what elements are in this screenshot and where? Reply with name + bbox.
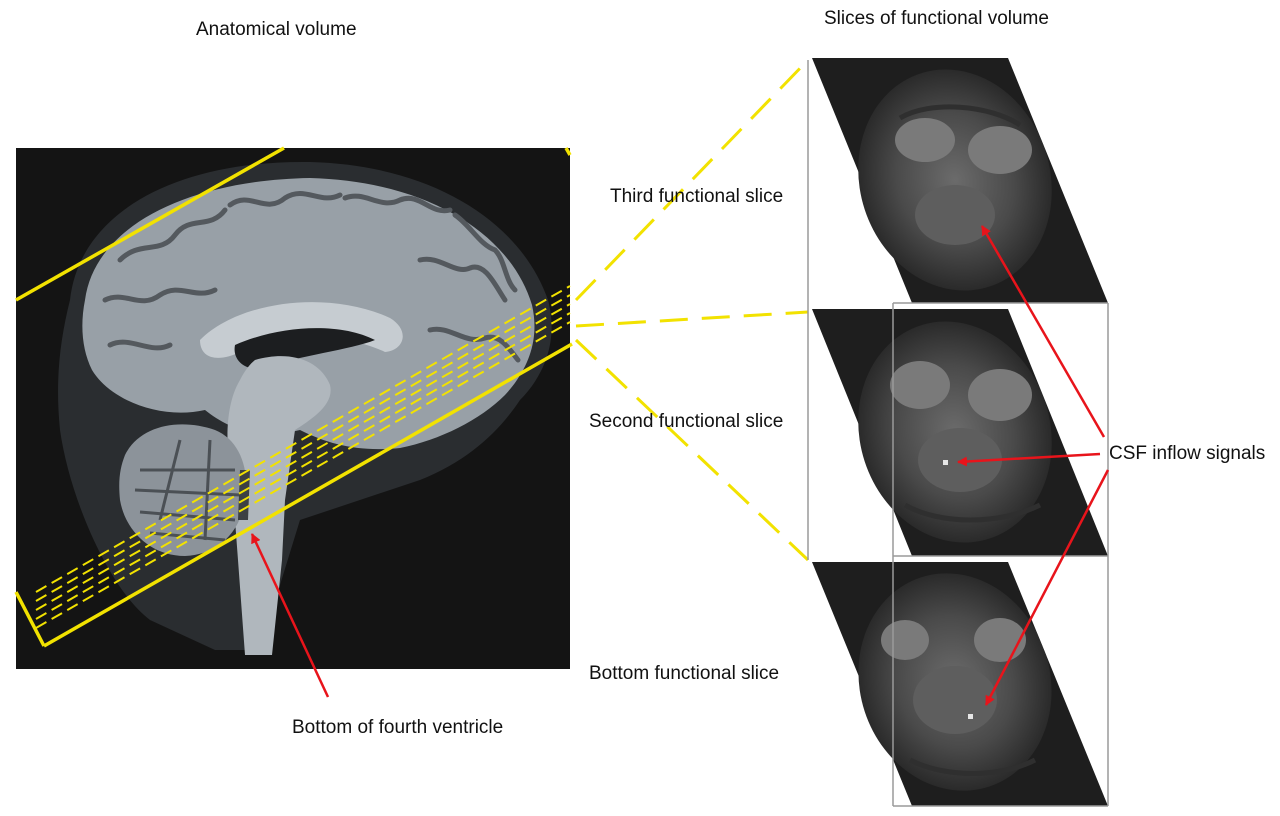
- arrow-csf-third: [980, 225, 1106, 438]
- third-functional-slice-image: [812, 58, 1108, 303]
- bottom-functional-slice-image: [812, 562, 1108, 806]
- arrow-fourth-ventricle: [250, 533, 330, 698]
- sagittal-mri-image: [14, 146, 573, 669]
- label-bottom-of-fourth-ventricle: Bottom of fourth ventricle: [292, 717, 504, 738]
- label-third-functional-slice: Third functional slice: [610, 186, 784, 207]
- arrow-csf-bottom: [984, 469, 1110, 706]
- label-anatomical-volume: Anatomical volume: [196, 19, 357, 40]
- arrow-csf-second: [957, 452, 1101, 467]
- label-slices-of-functional-volume: Slices of functional volume: [824, 8, 1049, 29]
- label-csf-inflow-signals: CSF inflow signals: [1109, 443, 1266, 464]
- label-second-functional-slice: Second functional slice: [589, 411, 784, 432]
- annotation-arrows: [250, 225, 1110, 706]
- slab-slice-lines: [35, 285, 571, 629]
- slice-stack-frame: [807, 60, 1109, 807]
- connector-lines: [574, 58, 810, 562]
- label-bottom-functional-slice: Bottom functional slice: [589, 663, 780, 684]
- slab-outline: [14, 146, 573, 648]
- second-functional-slice-image: [812, 309, 1108, 556]
